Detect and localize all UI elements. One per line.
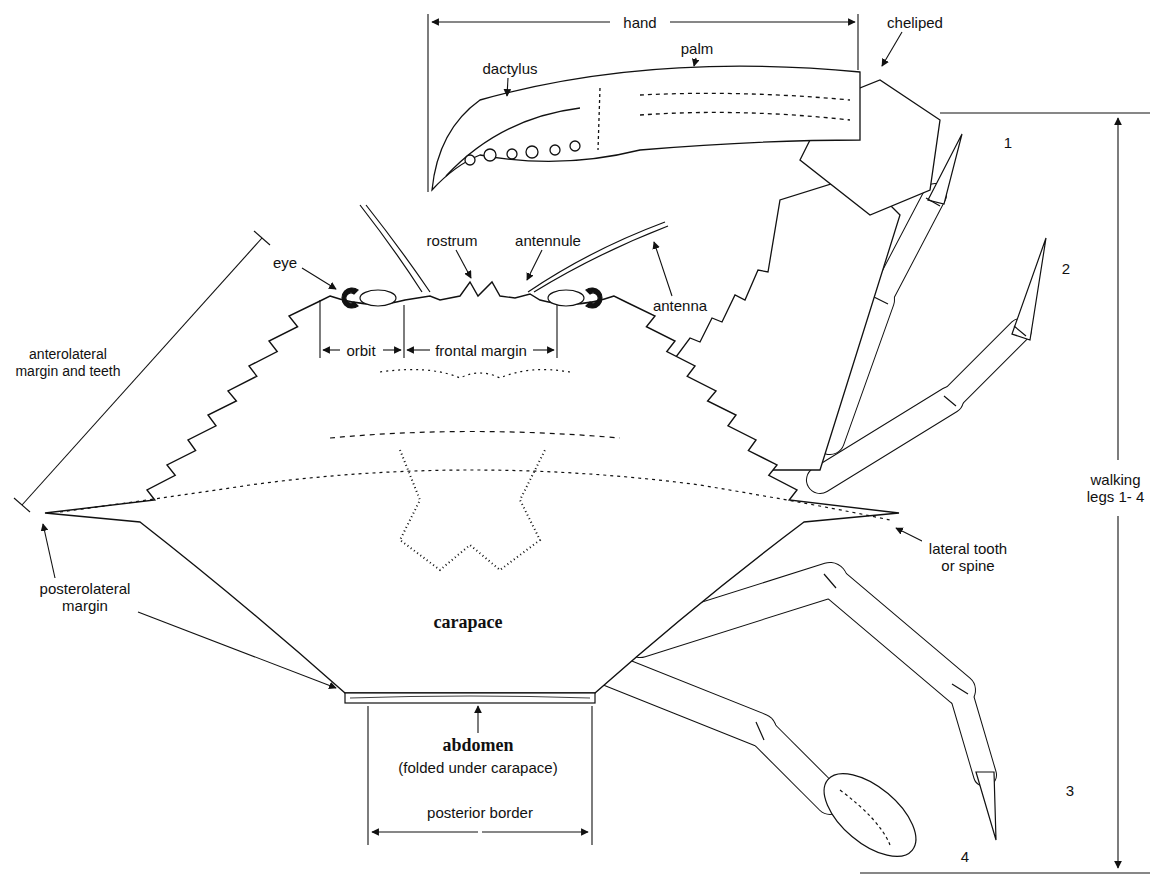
part-title: abdomen bbox=[441, 735, 514, 755]
part-title: carapace bbox=[433, 612, 504, 632]
callout-number: 1 bbox=[1003, 134, 1013, 151]
part-label: antennule bbox=[514, 232, 582, 249]
part-label: lateral tooth or spine bbox=[922, 540, 1014, 574]
part-label: rostrum bbox=[426, 232, 479, 249]
part-note: (folded under carapace) bbox=[397, 759, 558, 776]
part-label: cheliped bbox=[886, 14, 944, 31]
part-label: dactylus bbox=[481, 60, 538, 77]
dimension-label: frontal margin bbox=[434, 342, 528, 359]
part-label: eye bbox=[272, 254, 298, 271]
dimension-label: orbit bbox=[345, 342, 376, 359]
dimension-label: posterior border bbox=[426, 804, 534, 821]
part-label: antenna bbox=[652, 297, 708, 314]
callout-number: 2 bbox=[1061, 260, 1071, 277]
dimension-label: hand bbox=[622, 14, 657, 31]
callout-number: 4 bbox=[960, 848, 970, 865]
part-label: palm bbox=[680, 40, 715, 57]
dimension-label: anterolateral margin and teeth bbox=[7, 346, 129, 380]
dimension-label: walking legs 1- 4 bbox=[1077, 471, 1154, 505]
callout-number: 3 bbox=[1065, 782, 1075, 799]
carapace-outline bbox=[45, 282, 899, 693]
part-label: posterolateral margin bbox=[34, 580, 136, 614]
